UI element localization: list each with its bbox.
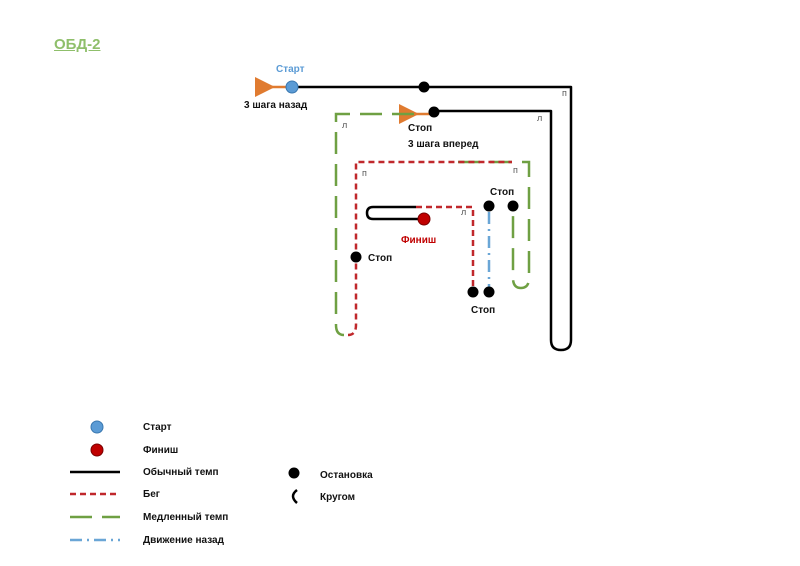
turn-mark-left: л	[537, 113, 542, 123]
legend-stop-label: Остановка	[320, 470, 373, 481]
path-slow-inner	[458, 160, 531, 290]
legend-circle-swatch	[291, 489, 298, 504]
path-run-inner	[416, 205, 475, 292]
start-marker	[285, 80, 299, 94]
label-stop-left: Стоп	[368, 253, 392, 264]
turn-mark-left: л	[342, 120, 347, 130]
legend-run-label: Бег	[143, 489, 160, 500]
legend-circle-label: Кругом	[320, 492, 355, 503]
label-start: Старт	[276, 64, 305, 75]
legend-start-label: Старт	[143, 422, 172, 433]
turn-mark-right: п	[362, 168, 367, 178]
legend-back-label: Движение назад	[143, 535, 225, 546]
turn-mark-right: п	[562, 88, 567, 98]
stop-marker	[483, 200, 495, 212]
label-three-back: 3 шага назад	[244, 100, 308, 111]
legend: Старт Финиш Обычный темп Бег Медленный т…	[70, 420, 373, 546]
stop-marker	[467, 286, 479, 298]
stop-marker	[483, 286, 495, 298]
label-finish: Финиш	[401, 235, 436, 246]
legend-normal-label: Обычный темп	[143, 466, 219, 478]
legend-start-swatch	[90, 420, 104, 434]
label-stop-right-top: Стоп	[490, 187, 514, 198]
stop-marker	[428, 106, 440, 118]
label-stop-bottom: Стоп	[471, 305, 495, 316]
finish-marker	[417, 212, 431, 226]
page-title: ОБД-2	[54, 36, 101, 53]
stop-marker	[418, 81, 430, 93]
legend-slow-label: Медленный темп	[143, 512, 228, 523]
label-stop-top: Стоп	[408, 123, 432, 134]
path-normal-outer	[292, 85, 573, 352]
path-run-outer	[347, 160, 512, 337]
legend-stop-swatch	[288, 467, 300, 479]
turn-mark-left: л	[461, 207, 466, 217]
label-three-forward: 3 шага вперед	[408, 139, 479, 150]
path-slow-outer	[334, 112, 414, 337]
turn-mark-right: п	[513, 165, 518, 175]
stop-marker	[507, 200, 519, 212]
legend-finish-label: Финиш	[143, 445, 178, 456]
path-normal-hook	[365, 205, 424, 221]
legend-finish-swatch	[90, 443, 104, 457]
stop-marker	[350, 251, 362, 263]
